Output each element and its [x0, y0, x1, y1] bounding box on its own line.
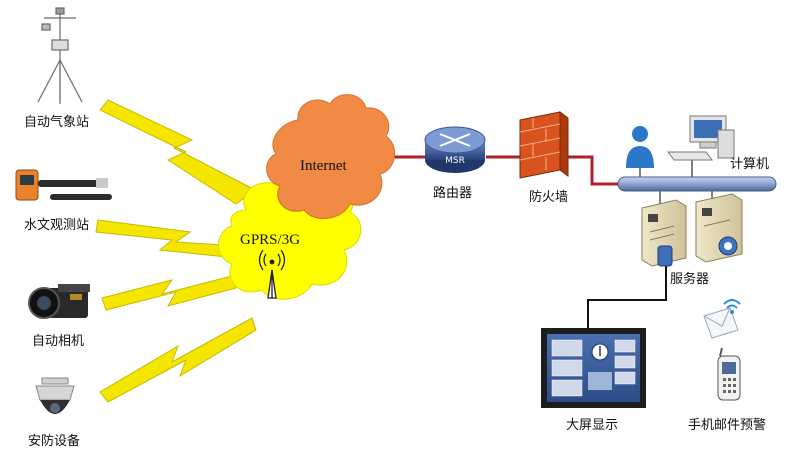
- lightning-bolt-icon: [101, 275, 237, 311]
- user-icon: [626, 126, 654, 168]
- big-screen-label: 大屏显示: [566, 418, 619, 433]
- hydro-station-label: 水文观测站: [24, 218, 90, 233]
- hydrological-sensor-icon: [15, 169, 112, 201]
- auto-camera-label: 自动相机: [32, 334, 85, 349]
- lan-bus: [617, 176, 777, 192]
- lightning-bolt-icon: [99, 317, 257, 403]
- weather-station-label: 自动气象站: [24, 115, 90, 130]
- internet-cloud: [266, 94, 395, 219]
- antenna-icon: [258, 249, 286, 299]
- mobile-phone-icon: [717, 347, 741, 401]
- link-firewall-bus: [566, 155, 618, 186]
- dome-camera-icon: [35, 377, 75, 414]
- router-icon[interactable]: MSR: [424, 126, 486, 173]
- firewall-label: 防火墙: [529, 190, 569, 205]
- router-label: 路由器: [433, 186, 473, 201]
- server-icon[interactable]: [641, 199, 687, 267]
- network-links: [370, 155, 618, 186]
- mobile-mail-alert-label: 手机邮件预警: [688, 418, 767, 433]
- computer-label: 计算机: [730, 157, 770, 172]
- server-icon[interactable]: [695, 193, 743, 263]
- computer-icon[interactable]: [667, 115, 735, 161]
- big-screen-display[interactable]: [541, 328, 646, 408]
- router-badge: MSR: [445, 156, 465, 166]
- wireless-links: [95, 99, 257, 403]
- server-label: 服务器: [670, 272, 710, 287]
- internet-cloud-label: Internet: [300, 158, 347, 174]
- gprs-cloud-label: GPRS/3G: [240, 232, 301, 248]
- link-server-screen: [587, 265, 667, 330]
- firewall-icon[interactable]: [519, 111, 569, 179]
- security-device-label: 安防设备: [28, 434, 81, 449]
- lightning-bolt-icon: [95, 219, 239, 259]
- camera-icon: [28, 284, 90, 319]
- email-alert-icon: [703, 299, 741, 339]
- lightning-bolt-icon: [99, 99, 256, 205]
- weather-station-icon: [37, 7, 83, 104]
